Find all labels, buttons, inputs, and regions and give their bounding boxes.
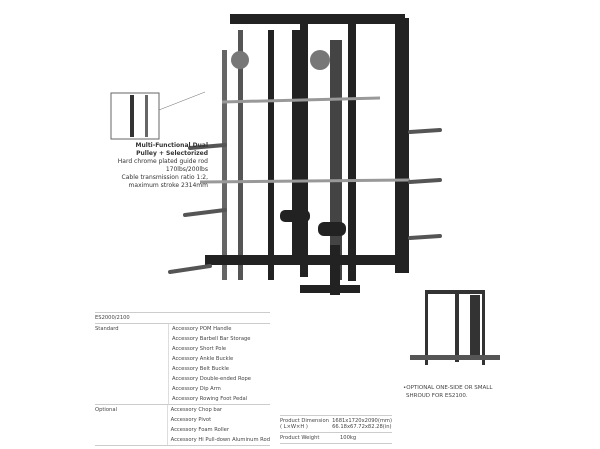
standard-label: Standard bbox=[95, 326, 119, 332]
list-item: Accessory Double-ended Rope bbox=[172, 376, 251, 382]
optional-label: Optional bbox=[95, 407, 117, 413]
standard-row: Standard Accessory POM Handle Accessory … bbox=[95, 324, 270, 405]
callout-title: Pulley + Selectorized bbox=[136, 150, 208, 157]
weight-row: Product Weight 100kg bbox=[280, 432, 392, 444]
list-item: Accessory Barbell Bar Storage bbox=[172, 336, 251, 342]
dimension-in: 66.18x67.72x82.28(in) bbox=[332, 424, 392, 430]
callout-line: Hard chrome plated guide rod bbox=[117, 158, 208, 165]
feature-callout: Multi-Functional Dual Pulley + Selectori… bbox=[118, 142, 208, 190]
list-item: Accessory Ankle Buckle bbox=[172, 356, 234, 362]
note-line: •OPTIONAL ONE-SIDE OR SMALL bbox=[403, 385, 493, 391]
dimension-label: Product Dimension bbox=[280, 418, 329, 424]
dimension-table: Product Dimension( L×W×H ) 1681x1720x209… bbox=[280, 415, 392, 444]
dimension-mm: 1681x1720x2090(mm) bbox=[332, 418, 392, 424]
dimension-sub: ( L×W×H ) bbox=[280, 424, 308, 430]
dimension-row: Product Dimension( L×W×H ) 1681x1720x209… bbox=[280, 415, 392, 432]
weight-label: Product Weight bbox=[280, 435, 320, 441]
list-item: Accessory Foam Roller bbox=[170, 427, 229, 433]
callout-line: 170lbs/200lbs bbox=[165, 166, 208, 173]
weight-value: 100kg bbox=[340, 435, 357, 441]
callout-title: Multi-Functional Dual bbox=[135, 142, 208, 149]
note-line: SHROUD FOR ES2100. bbox=[406, 393, 468, 399]
list-item: Accessory Chop bar bbox=[170, 407, 223, 413]
list-item: Accessory Pivot bbox=[170, 417, 212, 423]
accessory-table: ES2000/2100 Standard Accessory POM Handl… bbox=[95, 312, 270, 446]
callout-line: maximum stroke 2314mm bbox=[128, 182, 208, 189]
optional-row: Optional Accessory Chop bar Accessory Pi… bbox=[95, 405, 270, 446]
optional-shroud-note: •OPTIONAL ONE-SIDE OR SMALL SHROUD FOR E… bbox=[403, 384, 492, 400]
list-item: Accessory Rowing Foot Pedal bbox=[172, 396, 248, 402]
model-header: ES2000/2100 bbox=[95, 312, 270, 324]
list-item: Accessory Short Pole bbox=[172, 346, 227, 352]
callout-line: Cable transmission ratio 1:2, bbox=[121, 174, 208, 181]
list-item: Accessory Dip Arm bbox=[172, 386, 221, 392]
list-item: Accessory Belt Buckle bbox=[172, 366, 229, 372]
list-item: Accessory POM Handle bbox=[172, 326, 232, 332]
list-item: Accessory Hi Pull-down Aluminum Rod bbox=[170, 437, 270, 443]
